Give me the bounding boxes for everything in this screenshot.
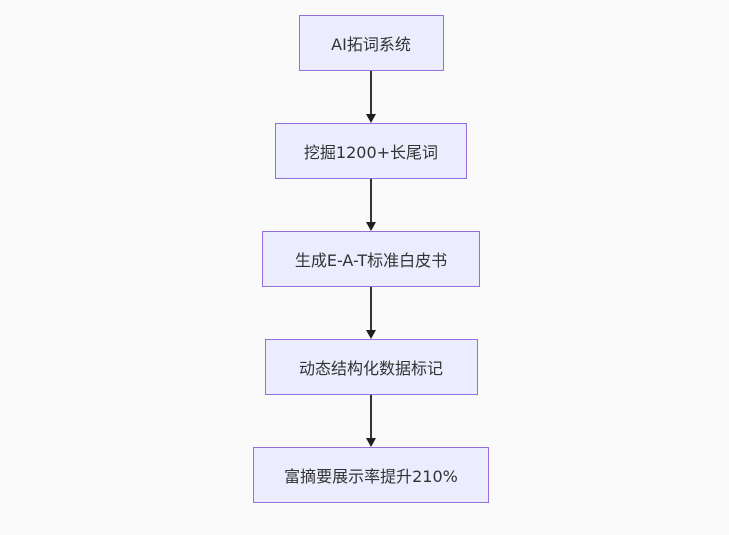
edge-line [370,395,372,439]
flow-node-rich-snippet-rate-increase: 富摘要展示率提升210% [253,447,489,503]
node-label: AI拓词系统 [331,35,411,54]
arrowhead-down-icon [366,114,376,123]
flow-node-dynamic-structured-data-markup: 动态结构化数据标记 [264,339,478,395]
flow-edge-1 [365,71,377,123]
flow-edge-3 [365,287,377,339]
flow-node-ai-keyword-expansion-system: AI拓词系统 [298,15,444,71]
flowchart: AI拓词系统 挖掘1200+长尾词 生成E-A-T标准白皮书 动态结构化数据标记 [253,15,489,503]
flow-node-generate-eat-whitepaper: 生成E-A-T标准白皮书 [262,231,480,287]
node-label: 动态结构化数据标记 [298,359,443,378]
flow-edge-4 [365,395,377,447]
flow-edge-2 [365,179,377,231]
flow-node-mine-longtail-keywords: 挖掘1200+长尾词 [275,123,467,179]
node-label: 生成E-A-T标准白皮书 [294,251,448,270]
node-label: 富摘要展示率提升210% [284,467,458,486]
edge-line [370,179,372,223]
edge-line [370,287,372,331]
arrowhead-down-icon [366,330,376,339]
node-label: 挖掘1200+长尾词 [303,143,439,162]
arrowhead-down-icon [366,222,376,231]
arrowhead-down-icon [366,438,376,447]
edge-line [370,71,372,115]
